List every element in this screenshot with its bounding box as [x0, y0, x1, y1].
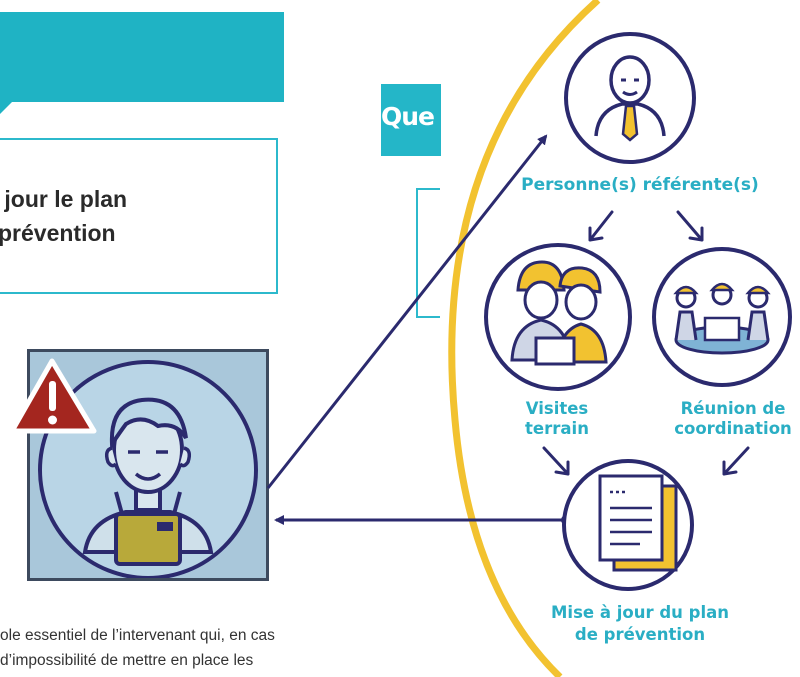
- mise-a-jour-label: Mise à jour du plan de prévention: [551, 603, 729, 644]
- referent-label: Personne(s) référente(s): [521, 175, 759, 195]
- header-banner: [0, 12, 284, 102]
- arrow-referent-to-reunion: [676, 210, 704, 242]
- banner-notch: [0, 100, 14, 114]
- body-text: ole essentiel de l’intervenant qui, en c…: [0, 623, 275, 673]
- yellow-arc: [448, 0, 601, 677]
- worker-card: [27, 349, 269, 581]
- warning-triangle-icon: [9, 358, 97, 434]
- reunion-label: Réunion de coordination: [674, 399, 792, 438]
- title-line-2: prévention: [0, 220, 116, 246]
- document-icon: [562, 459, 694, 591]
- coordination-meeting-icon: [652, 247, 792, 387]
- worker-avatar-icon: [38, 360, 258, 578]
- title-text: jour le plan prévention: [0, 182, 127, 250]
- arrow-referent-to-visites: [588, 210, 614, 242]
- visites-label: Visites terrain: [525, 399, 589, 438]
- arrow-visites-to-mise: [542, 446, 570, 476]
- construction-workers-icon: [484, 243, 632, 391]
- body-line-1: ole essentiel de l’intervenant qui, en c…: [0, 627, 275, 644]
- arrow-reunion-to-mise: [722, 446, 750, 476]
- businessman-icon: [564, 32, 696, 164]
- que-text: Que: [381, 102, 435, 131]
- title-line-1: jour le plan: [0, 186, 128, 212]
- que-box: Que: [381, 84, 441, 156]
- bracket: [416, 188, 440, 318]
- title-box: jour le plan prévention: [0, 138, 278, 294]
- arrow-worker-to-referent: [266, 134, 548, 489]
- body-line-2: d’impossibilité de mettre en place les: [0, 652, 254, 669]
